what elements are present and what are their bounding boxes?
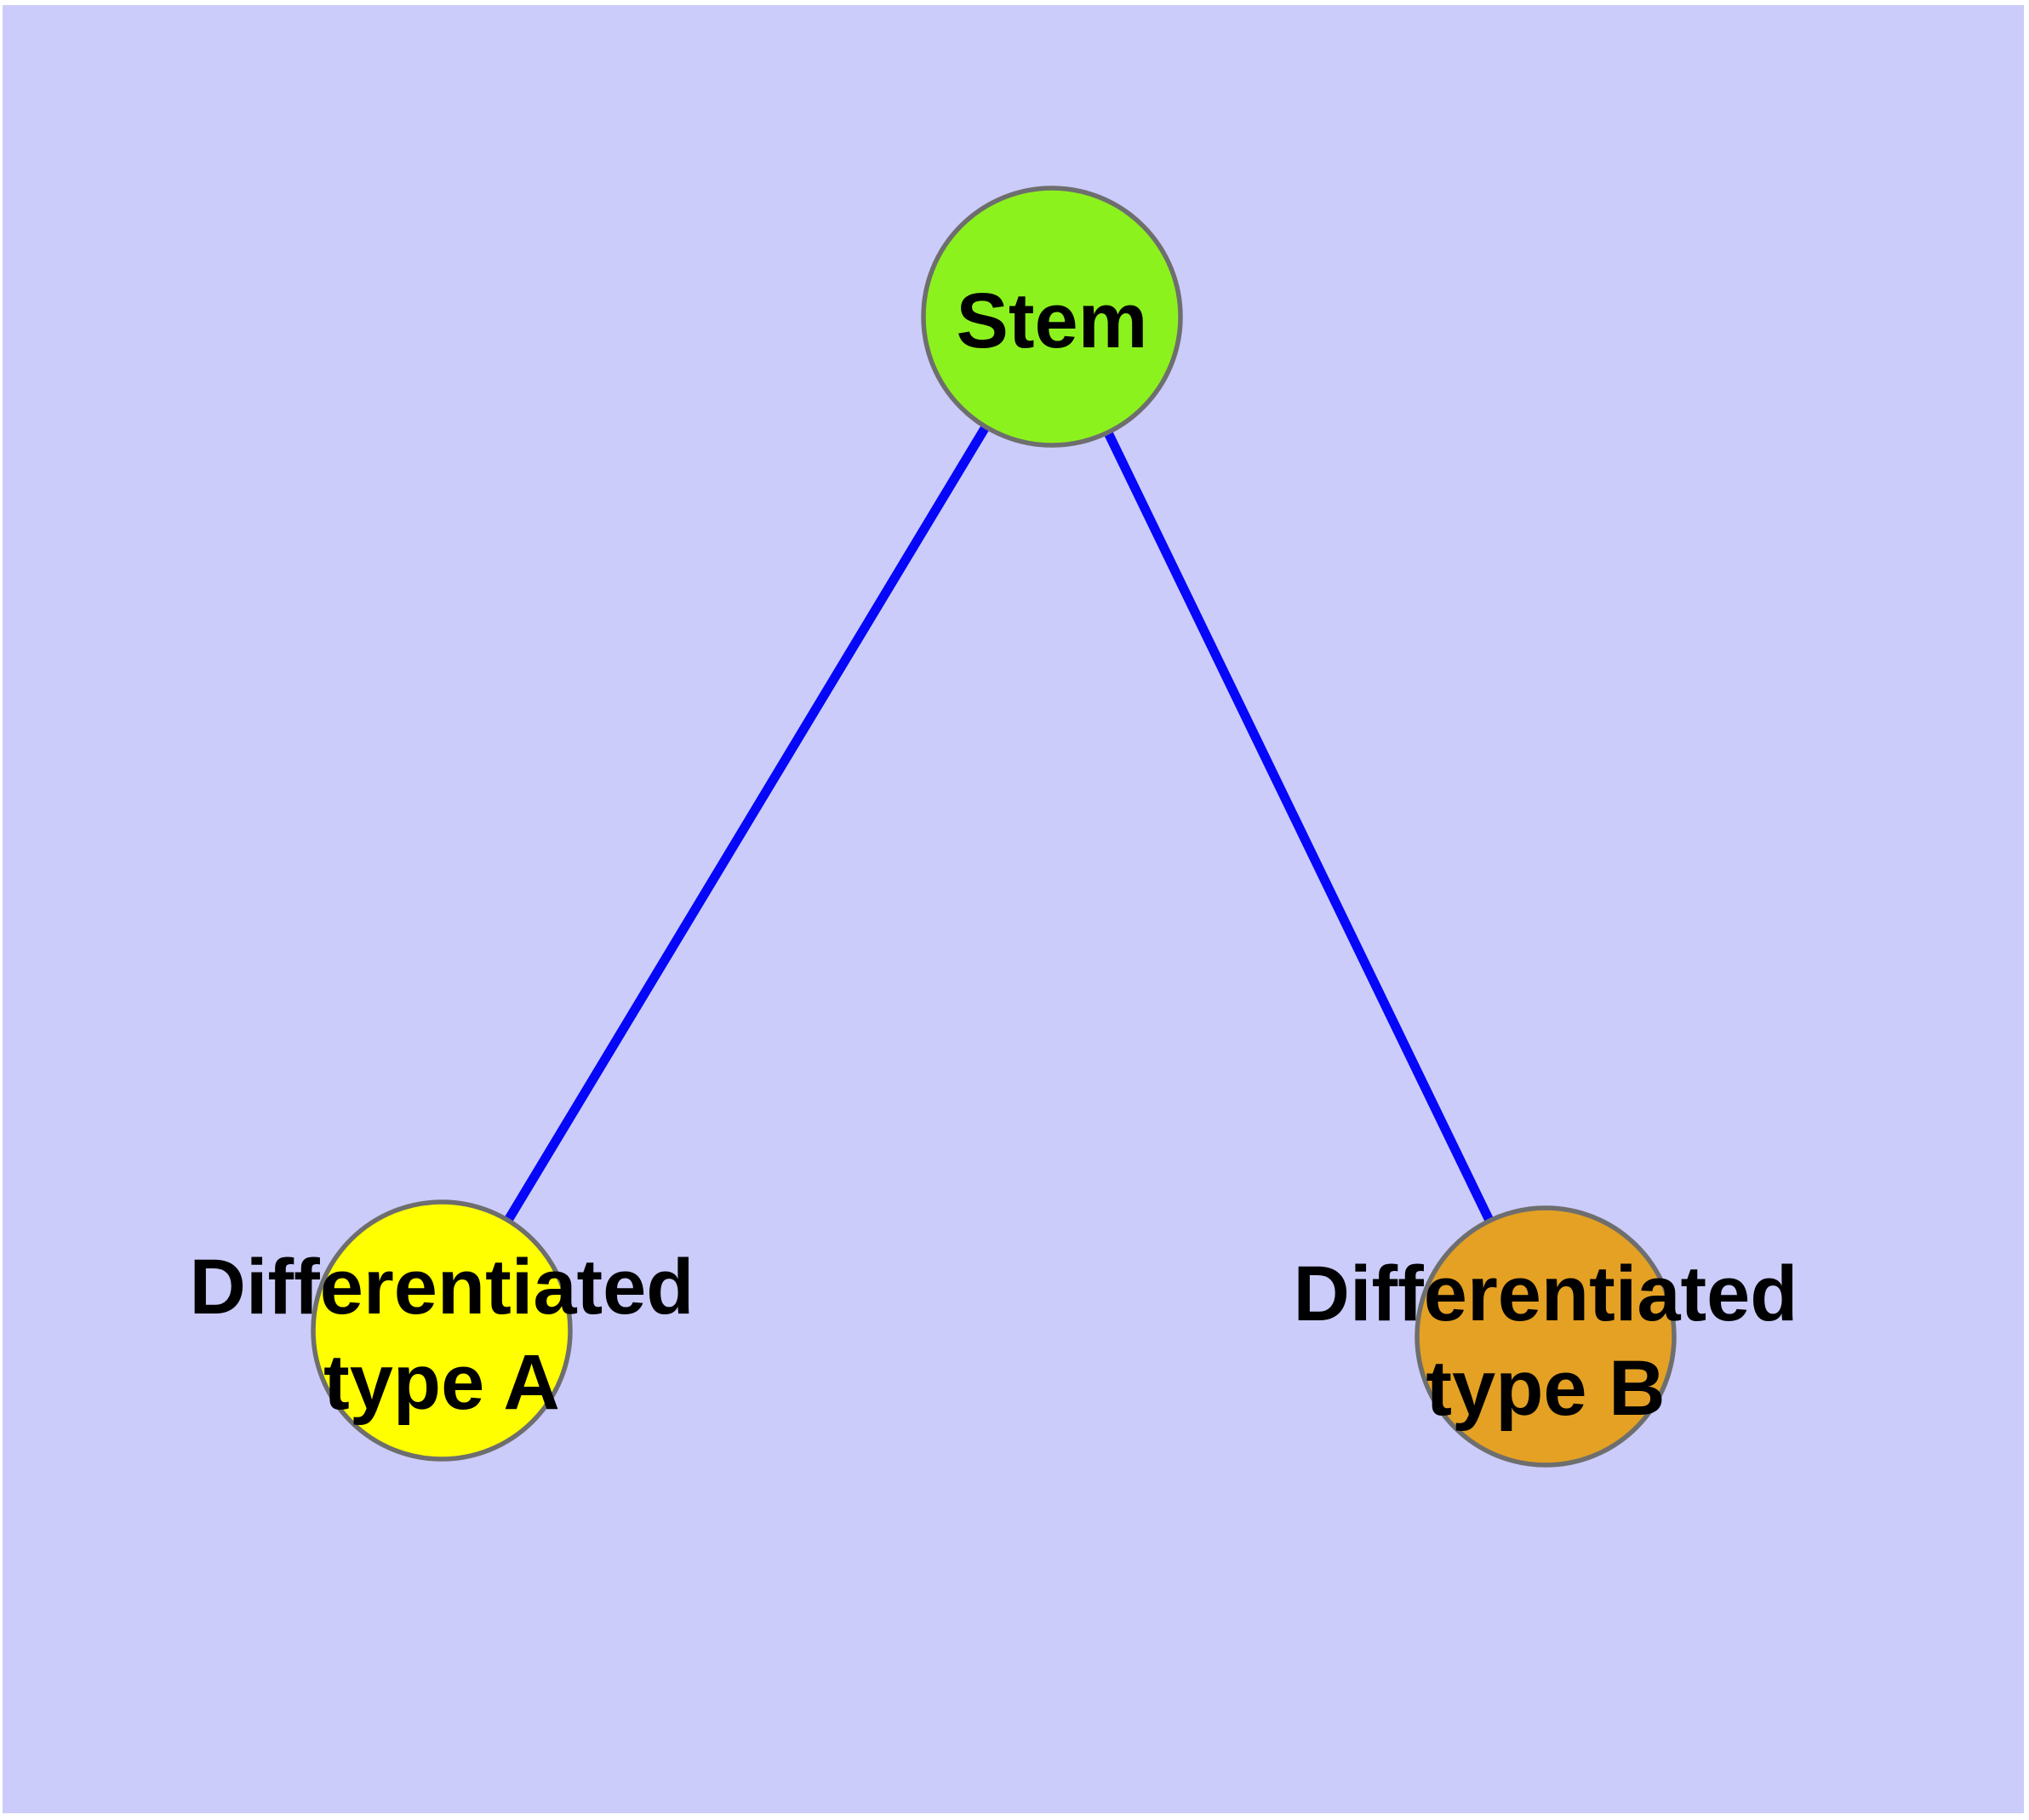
edge-stem-to-type-b <box>1048 314 1550 1339</box>
node-stem <box>921 186 1183 448</box>
node-differentiated-type-b <box>1415 1205 1677 1468</box>
node-stem-label: Stem <box>957 278 1148 364</box>
node-type-a-label-line-2: type A <box>323 1339 560 1426</box>
edge-stem-to-type-a <box>437 314 1056 1333</box>
node-differentiated-type-a <box>311 1199 573 1462</box>
node-type-b-label-line-2: type B <box>1426 1345 1665 1432</box>
node-type-a-label-line-1: Differentiated <box>190 1244 694 1331</box>
node-type-b-label-line-1: Differentiated <box>1294 1251 1798 1337</box>
